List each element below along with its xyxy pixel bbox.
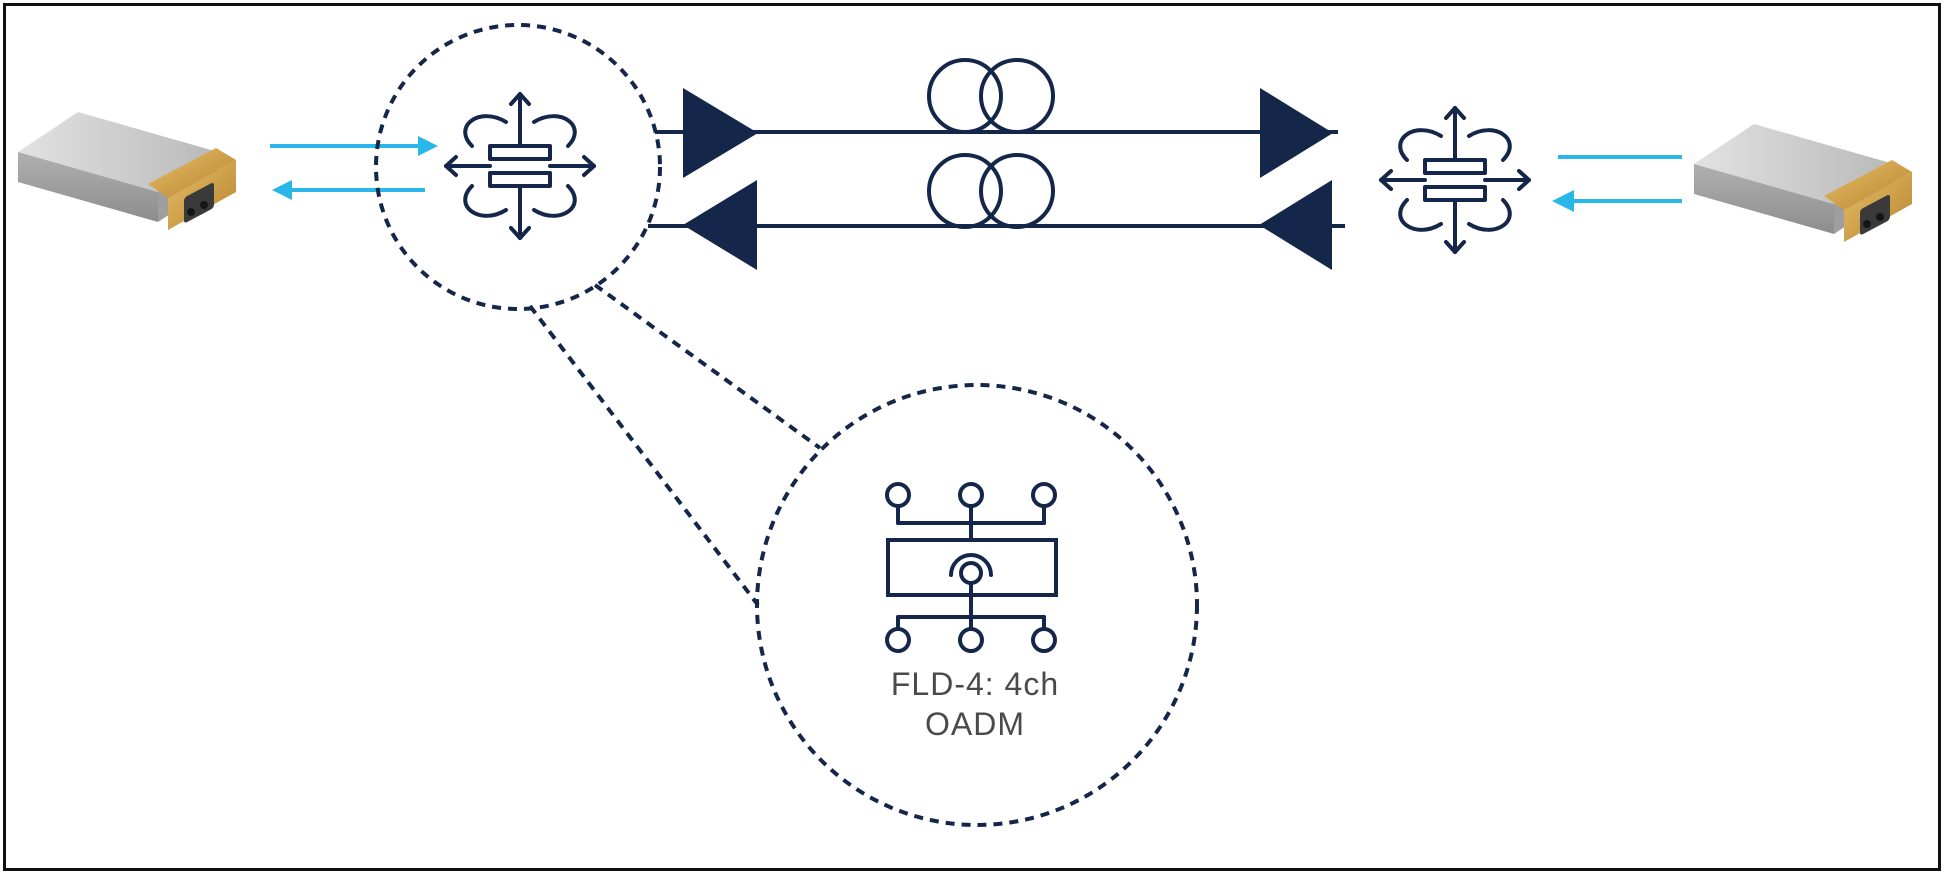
zoom-connector-lines: [528, 283, 822, 607]
amplifier-icon: [683, 180, 757, 270]
left-mux-node-icon: [444, 92, 596, 240]
diagram-frame: [3, 3, 1941, 871]
fiber-span-lines: [648, 130, 1345, 228]
left-client-arrows: [270, 136, 438, 200]
right-transceiver-icon: [1694, 124, 1912, 242]
zoom-source-circle: [374, 23, 662, 311]
amplifier-icons: [683, 88, 1333, 270]
amplifier-icon: [1260, 88, 1333, 178]
right-client-arrows: [1552, 155, 1682, 212]
oadm-caption: FLD-4: 4ch OADM: [845, 664, 1105, 744]
amplifier-icon: [683, 88, 758, 178]
oadm-caption-line2: OADM: [925, 706, 1025, 742]
oadm-filter-icon: [885, 482, 1058, 653]
fiber-spool-icons: [927, 58, 1055, 229]
right-mux-node-icon: [1379, 106, 1531, 254]
oadm-caption-line1: FLD-4: 4ch: [890, 666, 1060, 702]
left-transceiver-icon: [18, 112, 236, 230]
amplifier-icon: [1259, 180, 1332, 270]
zoom-detail-circle: [755, 383, 1199, 827]
